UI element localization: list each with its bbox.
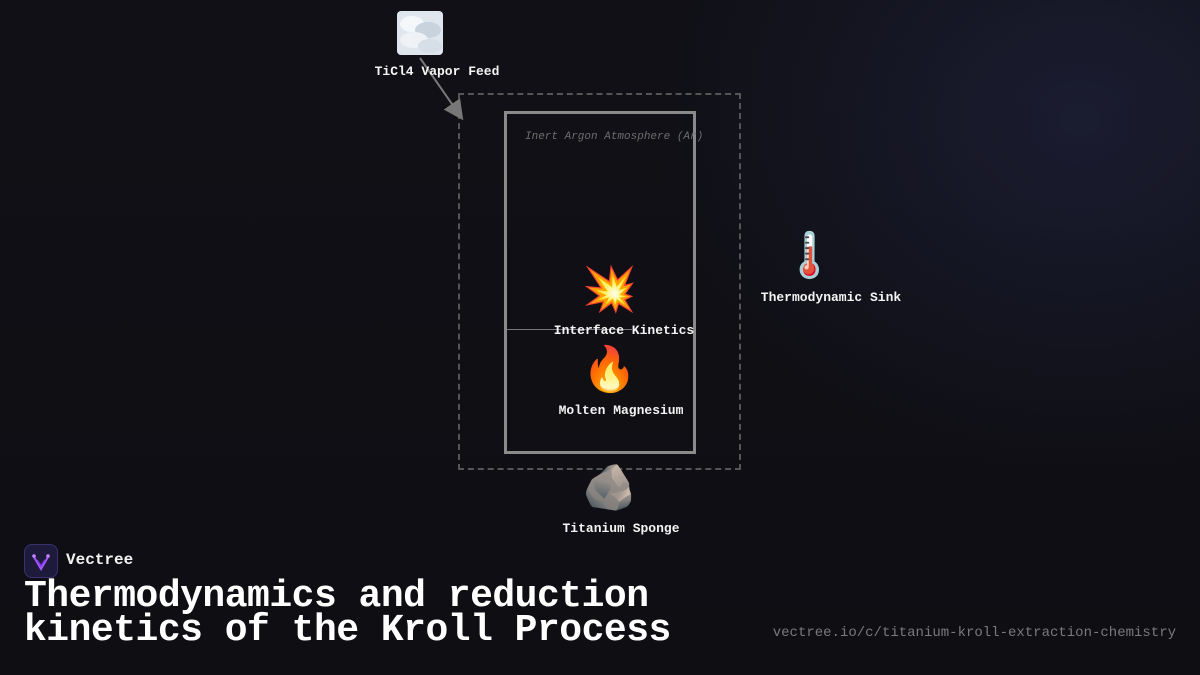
rock-icon: 🪨 — [582, 462, 637, 513]
brand-name: Vectree — [66, 551, 134, 569]
atmosphere-label: Inert Argon Atmosphere (Ar) — [525, 131, 704, 143]
interface-line — [507, 329, 632, 330]
reactor-vessel — [504, 111, 696, 454]
vectree-logo-icon — [24, 544, 58, 578]
titanium-sponge-label: Titanium Sponge — [562, 521, 680, 536]
thermodynamic-sink-label: Thermodynamic Sink — [760, 290, 902, 305]
source-url[interactable]: vectree.io/c/titanium-kroll-extraction-c… — [772, 625, 1176, 641]
collision-icon: 💥 — [582, 264, 637, 315]
fire-icon: 🔥 — [582, 344, 637, 395]
page-title: Thermodynamics and reduction kinetics of… — [24, 575, 671, 652]
system-boundary — [458, 93, 741, 470]
cloud-icon — [397, 11, 443, 55]
vapor-feed-label: TiCl4 Vapor Feed — [374, 64, 500, 79]
molten-magnesium-label: Molten Magnesium — [558, 403, 684, 418]
thermometer-icon: 🌡️ — [782, 230, 837, 281]
interface-kinetics-label: Interface Kinetics — [553, 323, 695, 338]
